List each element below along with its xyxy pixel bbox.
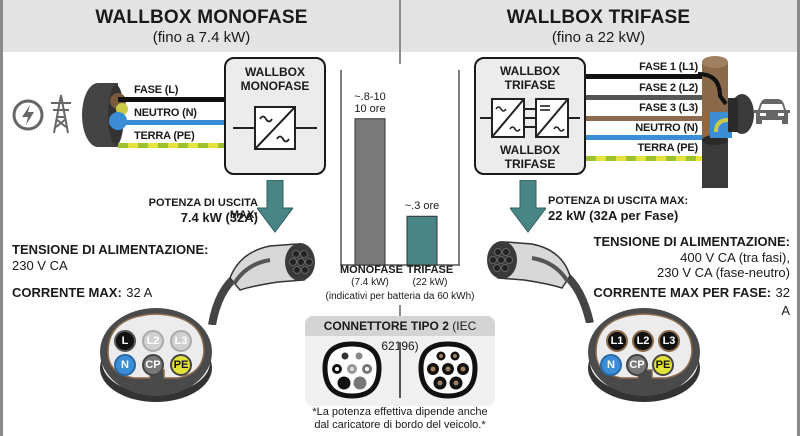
output-value-monofase: 7.4 kW (32A) <box>180 210 258 225</box>
voltage-value-monofase: 230 V CA <box>12 258 68 273</box>
title-trifase: WALLBOX TRIFASE <box>506 7 691 28</box>
pin-L2-tri: L2 <box>632 330 654 352</box>
pin-L2: L2 <box>142 330 164 352</box>
wire-terra <box>118 143 224 148</box>
current-trifase: CORRENTE MAX PER FASE: 32 A <box>590 284 790 320</box>
output-arrow-monofase <box>257 180 293 233</box>
chart-value-label-trifase-1: ~.3 ore <box>404 200 440 213</box>
wire-label-fase2: FASE 2 (L2) <box>639 82 698 94</box>
chart-category-sub-monofase: (7.4 kW) <box>351 277 389 288</box>
box-bottom-line2: TRIFASE <box>504 157 556 171</box>
connector-divider <box>399 342 401 398</box>
current-label-trifase: CORRENTE MAX PER FASE: <box>593 285 772 300</box>
pin-PE: PE <box>170 354 192 376</box>
pin-N: N <box>114 354 136 376</box>
box-title-line2: MONOFASE <box>240 79 310 93</box>
chart-note: (indicativi per batteria da 60 kWh) <box>325 291 475 302</box>
connector-footnote: *La potenza effettiva dipende anche dal … <box>300 406 500 432</box>
connector-title: CONNETTORE TIPO 2 (IEC 62196) <box>305 316 495 353</box>
box-title-line1: WALLBOX <box>245 65 305 79</box>
subtitle-monofase: (fino a 7.4 kW) <box>152 29 251 46</box>
wire-fase2 <box>586 95 702 100</box>
pin-N-tri: N <box>600 354 622 376</box>
voltage-value-trifase-2: 230 V CA (fase-neutro) <box>657 265 790 280</box>
ac-converter-icon <box>233 106 317 150</box>
wallbox-trifase-box: WALLBOX TRIFASE WALLBOX TRIFASE <box>474 57 586 175</box>
type2-plug-monofase-icon <box>208 243 315 325</box>
header-trifase: WALLBOX TRIFASE (fino a 22 kW) <box>400 0 797 52</box>
connector-panel: CONNETTORE TIPO 2 (IEC 62196) <box>305 316 495 406</box>
pin-L3-tri: L3 <box>658 330 680 352</box>
title-monofase: WALLBOX MONOFASE <box>95 7 308 28</box>
voltage-label-trifase: TENSIONE DI ALIMENTAZIONE: <box>593 234 790 249</box>
chart-category-trifase: TRIFASE <box>406 264 454 276</box>
center-divider-top <box>399 0 401 64</box>
wire-label-fase3: FASE 3 (L3) <box>639 102 698 114</box>
cable-column-icon <box>698 56 754 188</box>
chart-bar-trifase <box>406 215 438 266</box>
chart-category-sub-trifase: (22 kW) <box>412 277 448 288</box>
type2-plug-trifase-icon <box>487 241 594 323</box>
cable-end-icon <box>82 83 128 147</box>
wire-label-neutro: NEUTRO (N) <box>134 107 197 119</box>
chart-value-label-monofase-1: ~.8-10 <box>354 90 386 103</box>
connector-monofase-icon <box>322 341 382 399</box>
wire-fase1 <box>586 74 702 79</box>
output-arrow-trifase <box>510 180 546 233</box>
chart-category-monofase: MONOFASE <box>340 264 403 276</box>
pin-L3: L3 <box>170 330 192 352</box>
chart-bar-monofase <box>354 118 386 266</box>
socket-trifase-icon <box>588 308 700 402</box>
car-icon <box>754 99 790 124</box>
voltage-label-monofase: TENSIONE DI ALIMENTAZIONE: <box>12 242 209 257</box>
header-monofase: WALLBOX MONOFASE (fino a 7.4 kW) <box>3 0 400 52</box>
wire-label-terra: TERRA (PE) <box>134 130 195 142</box>
voltage-value-trifase-1: 400 V CA (tra fasi), <box>680 250 790 265</box>
ac-dc-converter-icon <box>480 98 580 138</box>
current-monofase: CORRENTE MAX: 32 A <box>12 284 152 302</box>
subtitle-trifase: (fino a 22 kW) <box>551 29 646 46</box>
wire-label-terra-tri: TERRA (PE) <box>637 142 698 154</box>
output-value-trifase: 22 kW (32A per Fase) <box>548 208 679 223</box>
pin-L1: L1 <box>606 330 628 352</box>
wire-fase3 <box>586 116 702 121</box>
pin-PE-tri: PE <box>652 354 674 376</box>
box-title-line2: TRIFASE <box>504 78 556 92</box>
center-divider-mid <box>399 305 401 317</box>
connector-trifase-icon <box>418 341 478 399</box>
charging-time-chart <box>340 70 460 266</box>
current-value-monofase: 32 A <box>126 285 153 300</box>
wire-terra-tri <box>586 156 702 161</box>
footnote-line1: *La potenza effettiva dipende anche <box>312 406 488 418</box>
wire-label-fase: FASE (L) <box>134 84 179 96</box>
current-label-monofase: CORRENTE MAX: <box>12 285 122 300</box>
pin-L: L <box>114 330 136 352</box>
wire-neutro <box>120 120 224 125</box>
wallbox-monofase-box: WALLBOX MONOFASE <box>224 57 326 175</box>
output-label-trifase: POTENZA DI USCITA MAX: <box>548 195 689 207</box>
current-value-trifase: 32 A <box>775 285 790 318</box>
connector-title-bold: CONNETTORE TIPO 2 <box>323 319 449 333</box>
wire-label-neutro-tri: NEUTRO (N) <box>635 122 698 134</box>
power-lightning-icon <box>12 99 44 131</box>
wire-fase <box>118 97 224 102</box>
footnote-line2: dal caricatore di bordo del veicolo.* <box>314 419 486 431</box>
output-label-monofase: POTENZA DI USCITA MAX: <box>148 197 258 221</box>
power-pylon-icon <box>51 94 71 134</box>
wire-label-fase1: FASE 1 (L1) <box>639 61 698 73</box>
wire-neutro-tri <box>586 135 702 140</box>
box-bottom-line1: WALLBOX <box>500 143 560 157</box>
chart-value-label-monofase-2: 10 ore <box>354 102 386 115</box>
pin-CP: CP <box>142 354 164 376</box>
pin-CP-tri: CP <box>626 354 648 376</box>
box-title-line1: WALLBOX <box>500 64 560 78</box>
